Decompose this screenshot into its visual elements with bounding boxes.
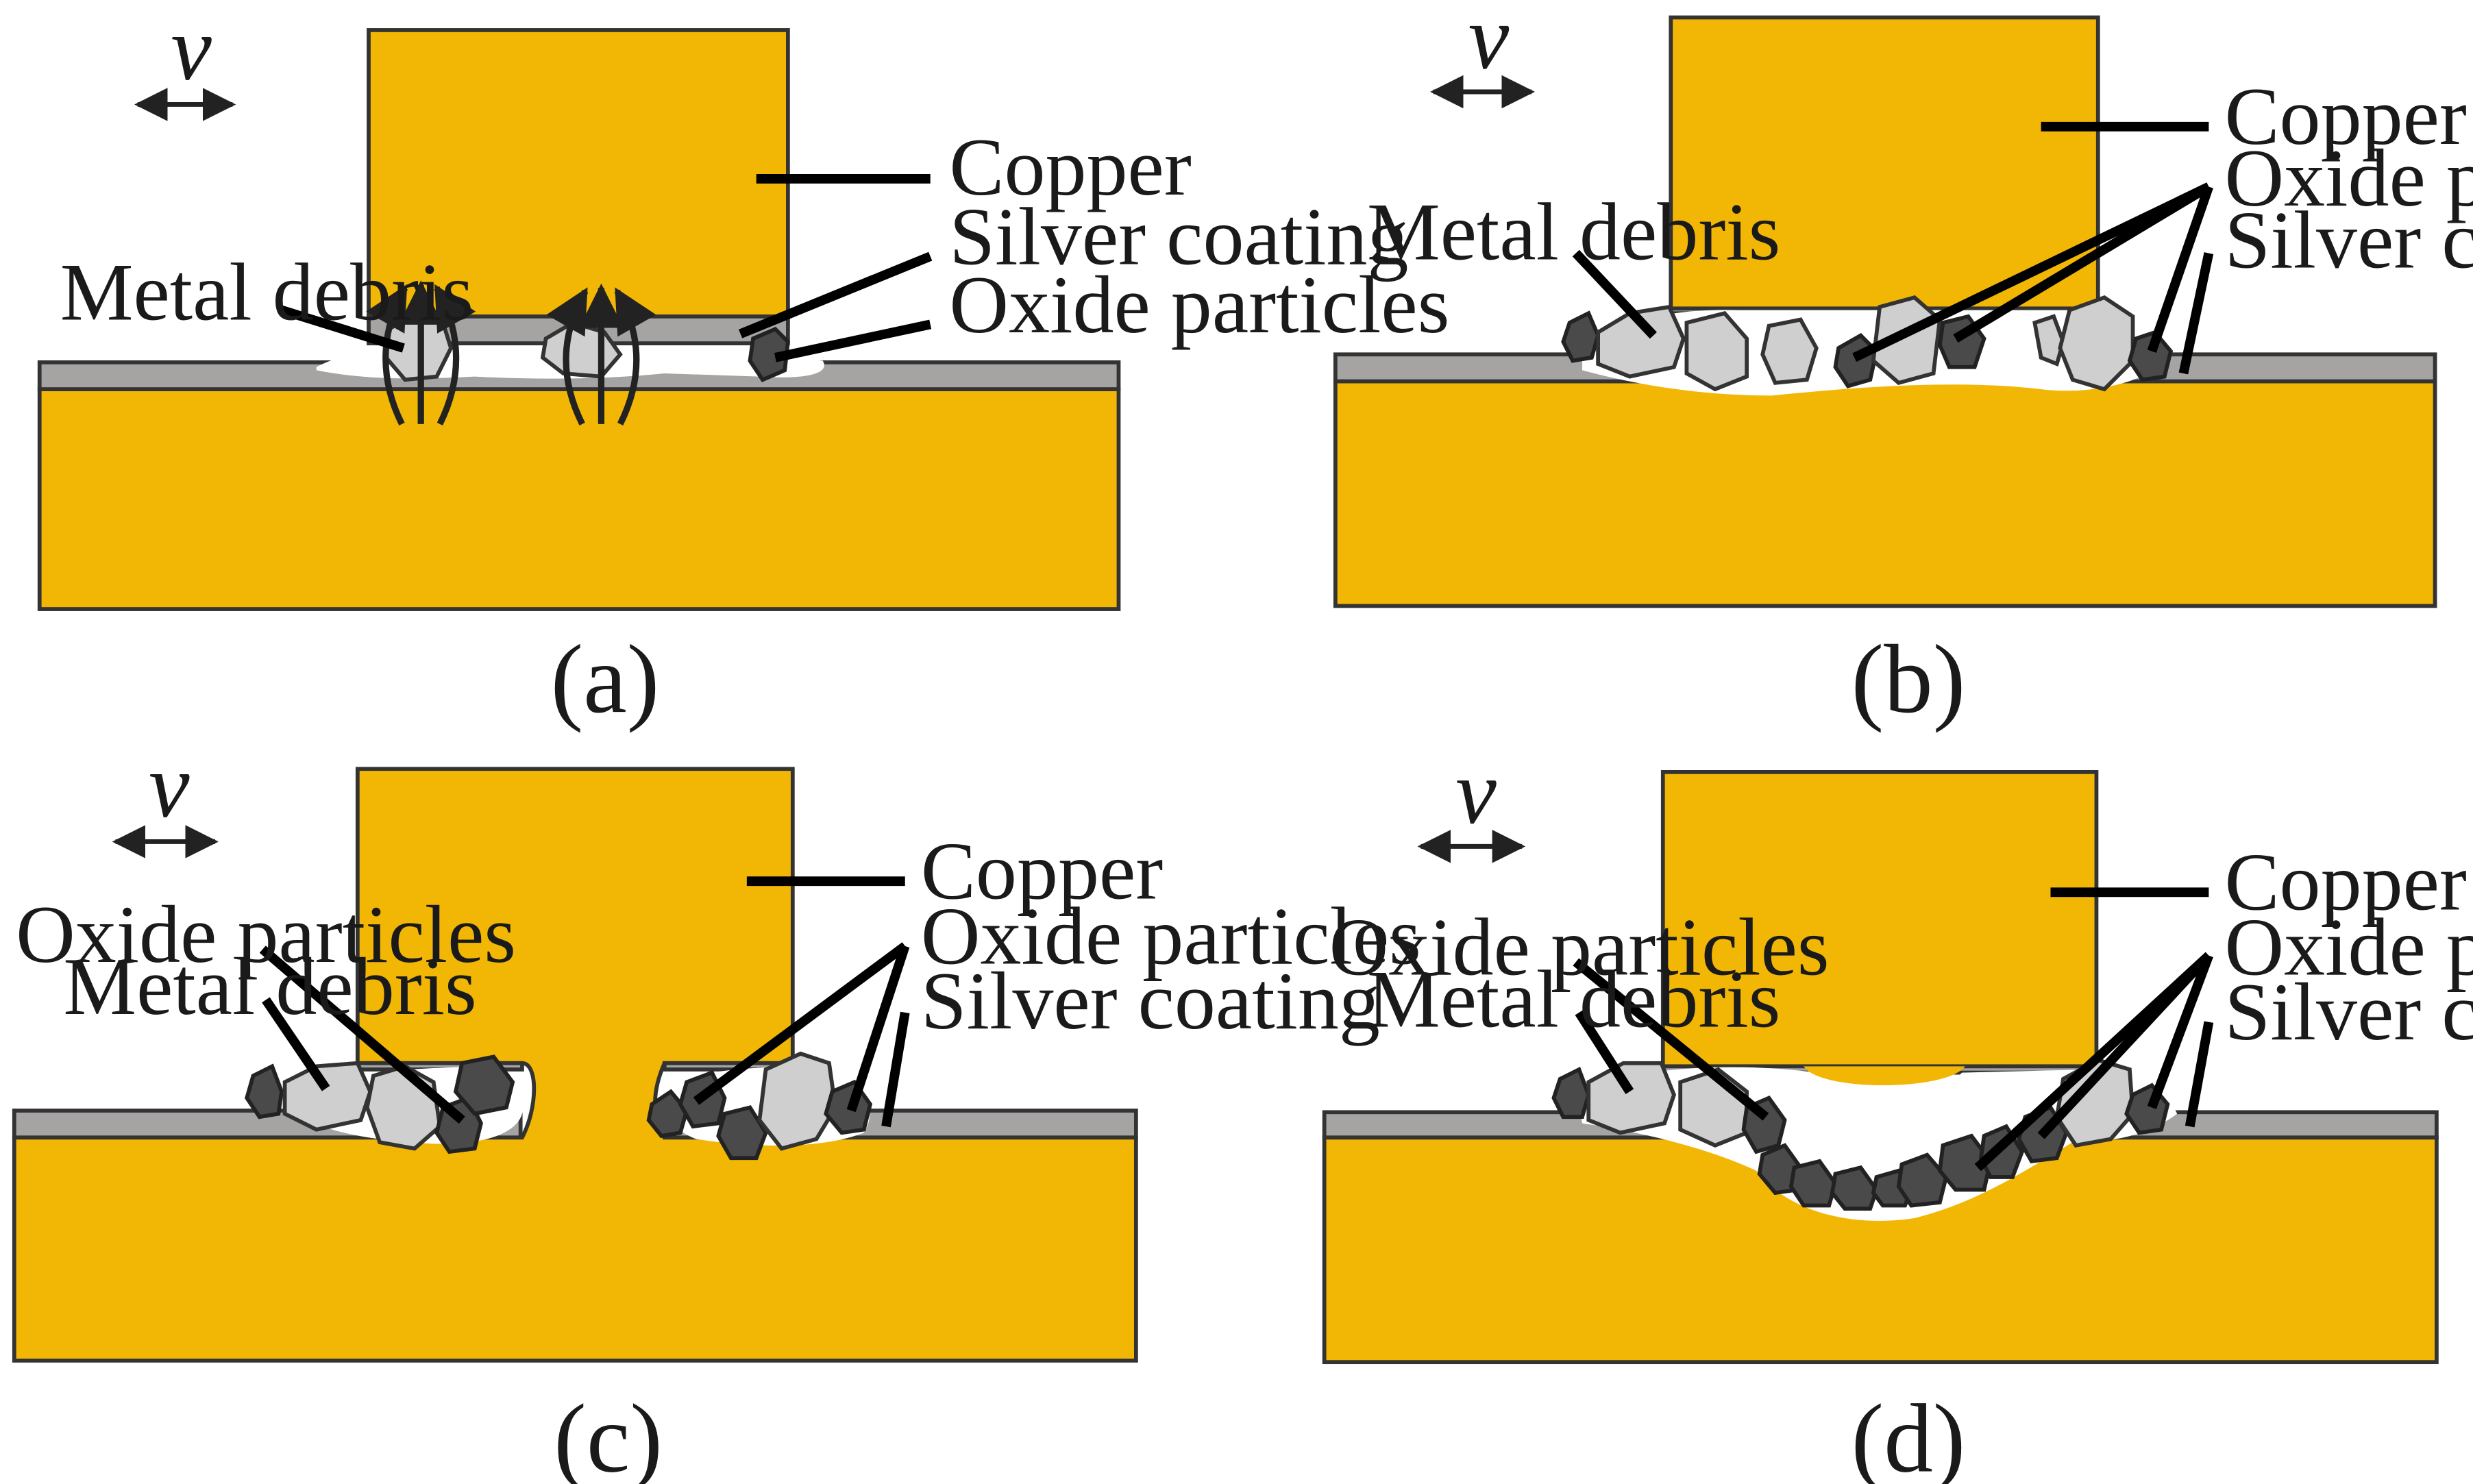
metal-debris-particle — [2058, 295, 2135, 392]
panel-d: v Copper Oxide particles Silver coati — [1322, 741, 2473, 1484]
metal-debris-particle — [365, 1064, 442, 1151]
label-copper: Copper — [949, 121, 1191, 212]
caption-d: (d) — [1851, 1383, 1966, 1484]
panel-b: v Copper Oxide particles Silver coating … — [1333, 0, 2473, 733]
velocity-symbol: v — [171, 0, 212, 99]
oxide-particle — [748, 326, 790, 382]
label-copper: Copper — [2224, 837, 2466, 928]
metal-debris-particle — [282, 1061, 373, 1132]
oxide-particle — [1830, 1165, 1879, 1211]
caption-a: (a) — [551, 624, 660, 733]
panel-a: v Copper Silver coating — [37, 0, 1449, 733]
label-metal-debris: Metal debris — [1367, 954, 1780, 1045]
oxide-particle — [646, 1089, 689, 1139]
caption-c: (c) — [554, 1383, 663, 1484]
label-silver-coating: Silver coating — [2224, 194, 2473, 285]
current-flow-icon — [366, 280, 476, 425]
copper-base — [1333, 379, 2437, 608]
velocity-symbol: v — [1455, 741, 1497, 843]
label-silver-coating: Silver coating — [921, 955, 1380, 1046]
label-metal-debris: Metal debris — [63, 941, 476, 1032]
velocity-symbol: v — [149, 735, 190, 837]
oxide-particle — [2127, 330, 2174, 382]
velocity-symbol: v — [1468, 0, 1510, 88]
oxide-particle — [1896, 1152, 1949, 1208]
label-copper: Copper — [921, 826, 1163, 917]
copper-transfer-bump — [1804, 1066, 1965, 1086]
copper-block — [1669, 15, 2100, 311]
oxide-particle — [1788, 1159, 1838, 1208]
metal-debris-particle — [1871, 295, 1942, 386]
label-copper: Copper — [2224, 71, 2466, 162]
label-metal-debris: Metal debris — [1367, 186, 1780, 277]
label-oxide-particles-left: Oxide particles — [1329, 901, 1830, 992]
label-oxide-particles: Oxide particles — [949, 259, 1449, 350]
oxide-particle — [1551, 1066, 1591, 1120]
label-silver-coating: Silver coating — [2224, 966, 2473, 1057]
metal-debris-particle — [1684, 311, 1749, 392]
label-silver-coating: Silver coating — [949, 191, 1408, 282]
oxide-particle — [1937, 1133, 1993, 1192]
label-metal-debris: Metal debris — [60, 246, 473, 337]
oxide-particle — [1561, 310, 1601, 363]
panel-c: v Copper Oxide particles Silver coating … — [12, 735, 1421, 1484]
label-oxide-particles-right: Oxide particles — [921, 890, 1421, 981]
oxide-particle — [245, 1063, 284, 1120]
metal-debris-particle — [757, 1051, 838, 1151]
oxide-particle — [453, 1054, 515, 1116]
caption-b: (b) — [1851, 624, 1966, 733]
label-oxide-particles: Oxide particles — [2224, 132, 2473, 223]
copper-base — [37, 387, 1121, 611]
metal-debris-particle — [1586, 1061, 1677, 1135]
metal-debris-particle — [1760, 317, 1819, 385]
current-flow-icon — [546, 283, 656, 425]
label-oxide-particles-right: Oxide particles — [2224, 901, 2473, 992]
oxide-particle — [716, 1105, 768, 1161]
label-oxide-particles-left: Oxide particles — [16, 889, 516, 980]
